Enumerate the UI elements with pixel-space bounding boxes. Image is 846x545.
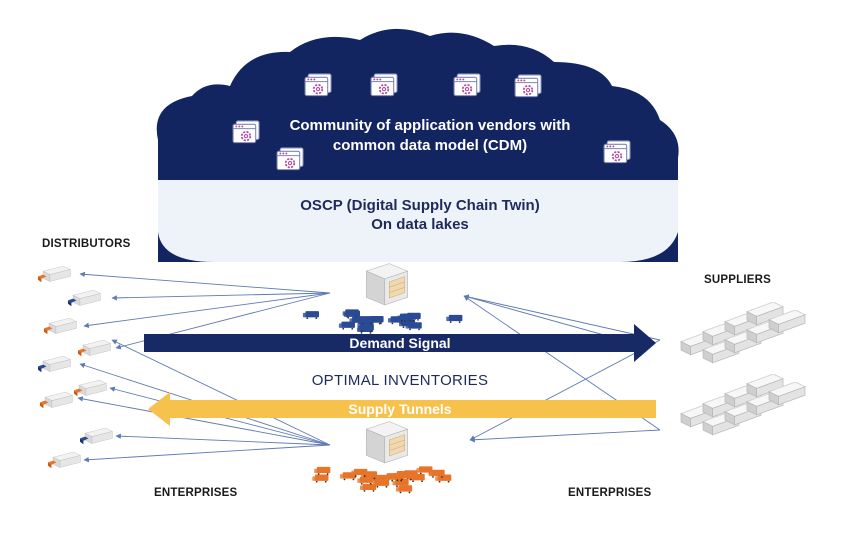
mini-truck-icon [312, 474, 329, 483]
data-lake-band [158, 180, 678, 262]
optimal-inventories-label: OPTIMAL INVENTORIES [311, 372, 489, 389]
mini-truck-icon [314, 466, 331, 475]
distributors-label: DISTRIBUTORS [42, 238, 131, 250]
connection-lines [77, 271, 661, 463]
enterprises-right-label: ENTERPRISES [568, 487, 652, 499]
mini-truck-icon [446, 314, 463, 323]
mini-truck-icon [357, 476, 374, 485]
data-lake-title: OSCP (Digital Supply Chain Twin) On data… [230, 196, 610, 234]
mini-truck-icon [395, 485, 413, 494]
truck-icon [44, 318, 77, 335]
supply-tunnels-arrow [148, 392, 656, 426]
cloud-title-line1: Community of application vendors with [289, 117, 571, 134]
app-window-gear-icon [232, 120, 260, 144]
suppliers-label: SUPPLIERS [704, 274, 771, 286]
app-window-gear-icon [304, 73, 332, 97]
truck-icon [38, 356, 71, 373]
truck-icon [48, 452, 81, 469]
distributors-group [38, 266, 113, 469]
supply-tunnels-label: Supply Tunnels [348, 401, 452, 417]
mini-truck-icon [302, 311, 319, 320]
mini-truck-icon [359, 483, 377, 492]
data-lake-line2: On data lakes [371, 216, 469, 233]
warehouse-icon [365, 263, 409, 306]
truck-icon [80, 428, 113, 445]
cloud-title: Community of application vendors with co… [260, 116, 600, 156]
data-lake-line1: OSCP (Digital Supply Chain Twin) [300, 197, 540, 214]
truck-icon [40, 392, 73, 409]
cloud [156, 28, 679, 263]
app-window-gear-icon [370, 73, 398, 97]
cloud-title-line2: common data model (CDM) [332, 137, 528, 154]
app-window-gear-icon [514, 74, 542, 98]
warehouse-icon [365, 421, 409, 464]
truck-icon [68, 290, 101, 307]
demand-signal-arrow [144, 324, 656, 362]
mini-truck-icon [338, 321, 355, 330]
demand-signal-label: Demand Signal [349, 335, 451, 351]
app-window-gear-icon [453, 73, 481, 97]
truck-icon [78, 340, 111, 357]
enterprises-left-label: ENTERPRISES [154, 487, 238, 499]
truck-icon [38, 266, 71, 283]
hub-bottom [312, 421, 452, 494]
app-window-gear-icon [603, 140, 631, 164]
hub-top [302, 263, 463, 334]
suppliers-group [680, 302, 806, 436]
truck-icon [74, 380, 107, 397]
